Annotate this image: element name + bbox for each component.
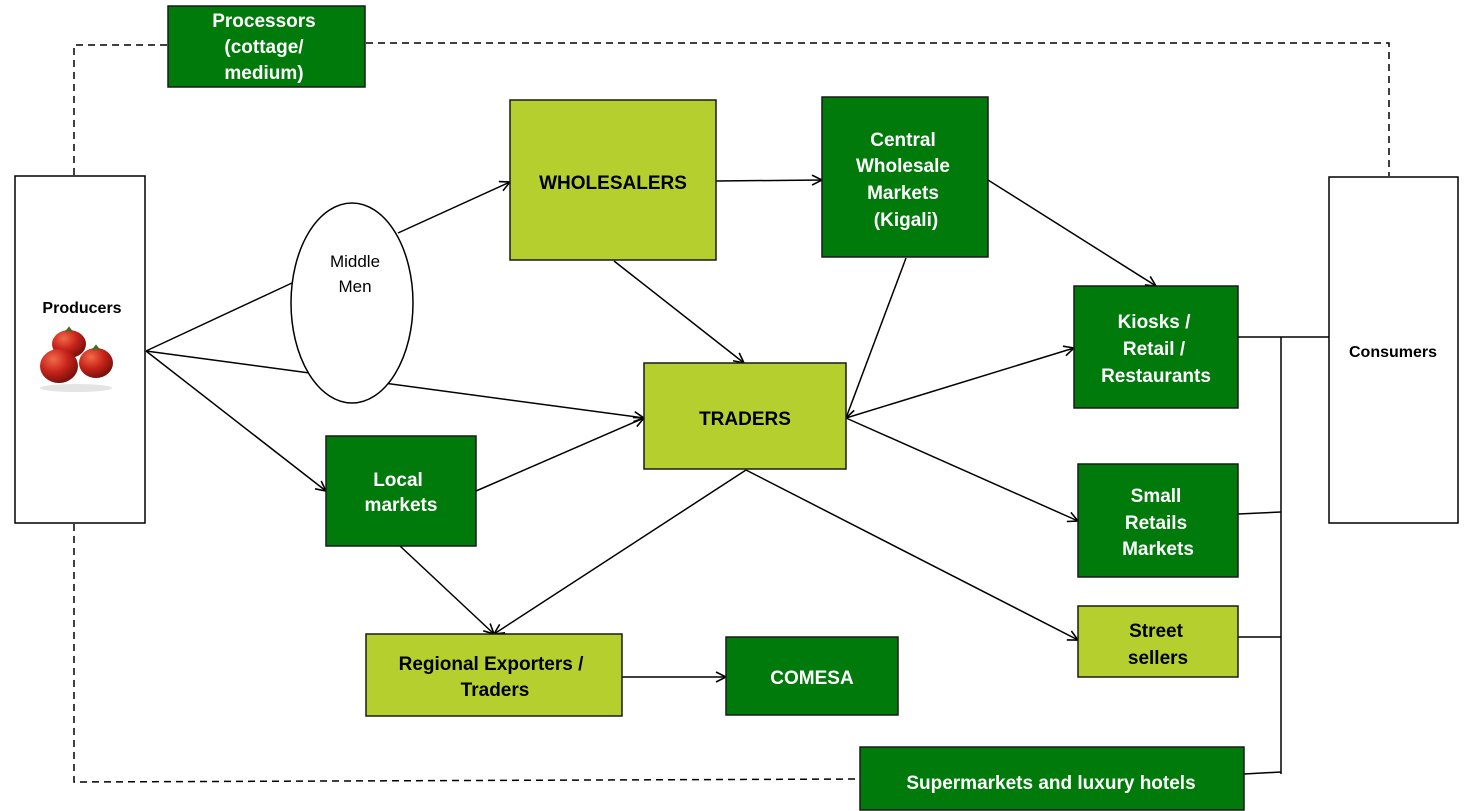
producers-label: Producers <box>42 300 121 317</box>
central-label-line-1: Central <box>870 130 935 151</box>
wholesalers-node: WHOLESALERS <box>509 99 717 261</box>
edge-producers-middlemen <box>145 282 293 352</box>
regional-label-line-1: Regional Exporters / <box>399 654 584 675</box>
street-sellers-node: Street sellers <box>1077 605 1239 678</box>
edge-wholesalers-central <box>715 180 822 181</box>
kiosks-label-line-1: Kiosks / <box>1118 312 1192 333</box>
edge-local-traders <box>475 418 644 492</box>
local-label-line-1: Local <box>373 470 423 491</box>
traders-node: TRADERS <box>643 362 847 470</box>
edge-producers-traders <box>145 350 644 418</box>
supermarkets-label: Supermarkets and luxury hotels <box>906 773 1195 794</box>
edge-central-traders <box>846 257 907 418</box>
supermarkets-node: Supermarkets and luxury hotels <box>859 746 1245 811</box>
edge-traders-regional <box>494 469 747 634</box>
street-label-line-2: sellers <box>1128 648 1188 669</box>
traders-label: TRADERS <box>699 409 791 430</box>
producers-node: Producers <box>14 175 146 524</box>
street-label-line-1: Street <box>1129 621 1184 642</box>
comesa-node: COMESA <box>725 636 899 716</box>
regional-label-line-2: Traders <box>461 680 530 701</box>
tomatoes-icon <box>40 326 113 392</box>
regional-exporters-node: Regional Exporters / Traders <box>365 633 623 717</box>
local-label-line-2: markets <box>365 495 438 516</box>
edge-traders-small <box>845 417 1078 521</box>
edge-local-regional <box>399 545 494 634</box>
dashed-processor-loop <box>73 42 1390 783</box>
processors-label-line-2: (cottage/ <box>224 37 304 58</box>
processors-node: Processors (cottage/ medium) <box>167 5 366 88</box>
edge-wholesalers-traders <box>613 260 744 363</box>
central-label-line-2: Wholesale <box>856 156 950 177</box>
central-label-line-3: Markets <box>867 183 939 204</box>
wholesalers-label: WHOLESALERS <box>539 173 687 194</box>
consumers-node: Consumers <box>1328 176 1459 524</box>
kiosks-label-line-2: Retail / <box>1123 339 1186 360</box>
local-markets-node: Local markets <box>325 435 477 547</box>
connector-lines <box>145 179 1329 775</box>
edge-producers-local <box>145 350 326 491</box>
small-label-line-2: Retails <box>1125 513 1187 534</box>
processors-label-line-1: Processors <box>212 11 316 32</box>
edge-central-kiosks <box>987 179 1156 286</box>
kiosks-label-line-3: Restaurants <box>1101 366 1211 387</box>
edge-middlemen-wholesalers <box>397 182 510 234</box>
edge-traders-street <box>745 469 1078 640</box>
processors-label-line-3: medium) <box>224 63 303 84</box>
small-label-line-1: Small <box>1131 486 1182 507</box>
edge-traders-kiosks <box>845 348 1074 419</box>
comesa-label: COMESA <box>770 668 854 689</box>
middlemen-label-line-2: Men <box>338 277 371 296</box>
central-label-line-4: (Kigali) <box>874 210 938 231</box>
middlemen-label-line-1: Middle <box>330 252 380 271</box>
middlemen-node: Middle Men <box>290 202 414 404</box>
consumers-label: Consumers <box>1349 344 1437 361</box>
small-label-line-3: Markets <box>1122 539 1194 560</box>
bus-small-link <box>1237 511 1282 515</box>
kiosks-node: Kiosks / Retail / Restaurants <box>1073 285 1239 409</box>
bus-supermarket-link <box>1243 771 1282 775</box>
central-wholesale-node: Central Wholesale Markets (Kigali) <box>821 96 989 258</box>
small-retails-node: Small Retails Markets <box>1077 463 1239 578</box>
